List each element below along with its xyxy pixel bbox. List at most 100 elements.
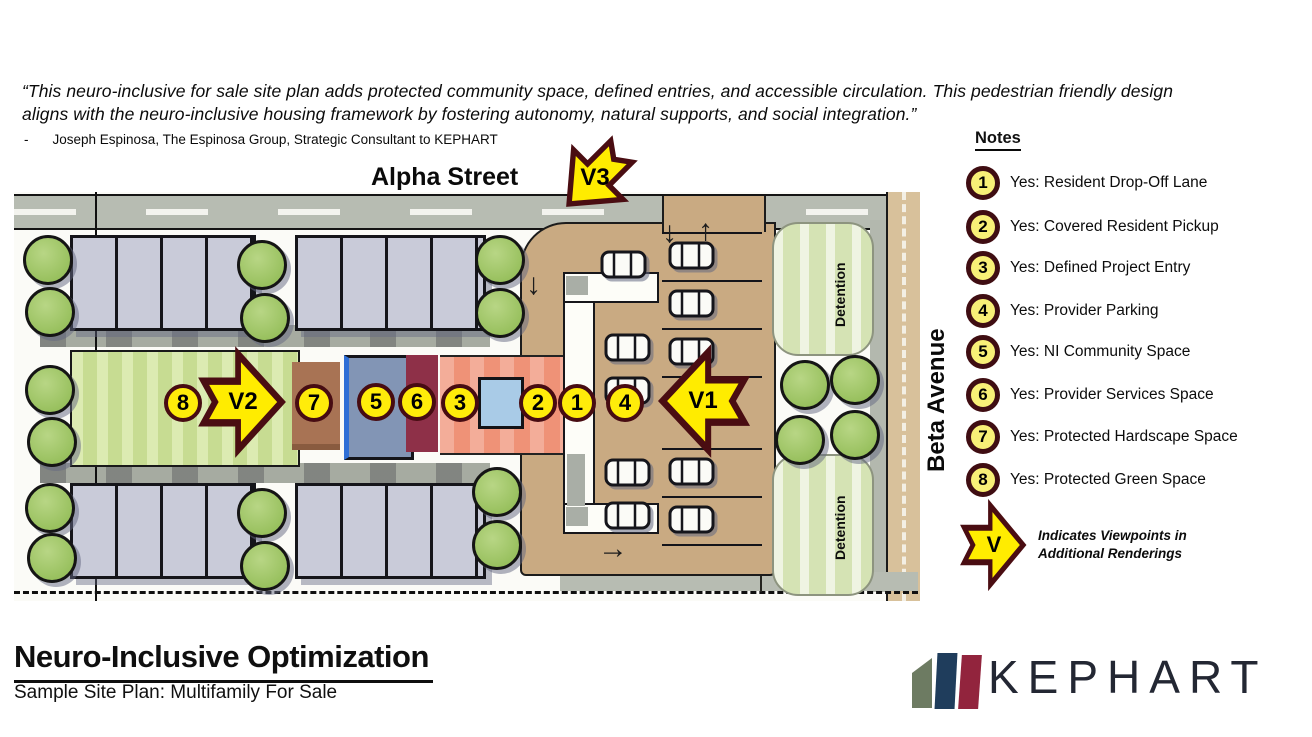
legend-caption-line1: Indicates Viewpoints in	[1038, 528, 1187, 543]
alpha-street-label: Alpha Street	[371, 163, 519, 191]
detention-basin-north	[772, 222, 874, 356]
tree-icon	[27, 417, 77, 467]
parking-stall-line	[662, 544, 762, 546]
curb-pad	[567, 454, 585, 506]
viewpoint-arrow-v3: V3	[556, 135, 638, 216]
viewpoint-label: V3	[580, 164, 610, 191]
viewpoint-label: V2	[228, 388, 258, 415]
plan-marker-3: 3	[441, 384, 479, 422]
note-text: Yes: Protected Green Space	[1010, 471, 1206, 488]
kephart-wordmark: KEPHART	[988, 651, 1268, 703]
tree-icon	[25, 483, 75, 533]
water-feature	[478, 377, 524, 429]
note-item-4: 4 Yes: Provider Parking	[966, 294, 1296, 328]
note-number-badge: 6	[966, 378, 1000, 412]
car-icon	[602, 455, 652, 489]
kephart-logo-bar-navy-icon	[934, 653, 958, 709]
tree-icon	[830, 410, 880, 460]
note-number-badge: 8	[966, 463, 1000, 497]
note-item-7: 7 Yes: Protected Hardscape Space	[966, 420, 1296, 454]
parking-stall-line	[662, 328, 762, 330]
parking-stall-line	[662, 496, 762, 498]
note-item-8: 8 Yes: Protected Green Space	[966, 463, 1296, 497]
tree-icon	[475, 288, 525, 338]
note-text: Yes: Protected Hardscape Space	[1010, 428, 1238, 445]
property-line-south	[14, 591, 918, 594]
parking-stall-line	[662, 232, 762, 234]
plan-marker-8: 8	[164, 384, 202, 422]
flow-arrow-down-icon: ↓	[662, 216, 677, 249]
note-text: Yes: Defined Project Entry	[1010, 259, 1191, 276]
viewpoint-label: V1	[688, 387, 718, 414]
curb-pad	[566, 276, 588, 295]
townhome-block-sw	[70, 483, 256, 579]
note-number-badge: 3	[966, 251, 1000, 285]
parking-stall-line	[662, 280, 762, 282]
curb-pad	[566, 507, 588, 526]
car-icon	[602, 498, 652, 532]
plan-marker-2: 2	[519, 384, 557, 422]
quote-text: “This neuro-inclusive for sale site plan…	[22, 81, 1174, 124]
tree-icon	[780, 360, 830, 410]
note-number-badge: 1	[966, 166, 1000, 200]
townhome-block-ne	[295, 235, 486, 331]
page-subtitle: Sample Site Plan: Multifamily For Sale	[14, 682, 338, 703]
tree-icon	[475, 235, 525, 285]
legend-viewpoint-arrow: V	[960, 498, 1027, 592]
flow-arrow-down-icon: ↓	[526, 268, 541, 301]
arrow-down-left-icon	[566, 135, 638, 207]
note-text: Yes: Covered Resident Pickup	[1010, 218, 1219, 235]
note-item-6: 6 Yes: Provider Services Space	[966, 378, 1296, 412]
tree-icon	[237, 240, 287, 290]
detention-basin-south	[772, 454, 874, 596]
note-item-1: 1 Yes: Resident Drop-Off Lane	[966, 166, 1296, 200]
note-number-badge: 4	[966, 294, 1000, 328]
kephart-logo-bar-red-icon	[958, 655, 982, 709]
kephart-logo-bar-green-icon	[912, 658, 932, 708]
note-number-badge: 2	[966, 210, 1000, 244]
car-icon	[666, 454, 716, 488]
note-number-badge: 5	[966, 335, 1000, 369]
tree-icon	[237, 488, 287, 538]
note-item-3: 3 Yes: Defined Project Entry	[966, 251, 1296, 285]
note-text: Yes: NI Community Space	[1010, 343, 1191, 360]
note-number-badge: 7	[966, 420, 1000, 454]
beta-avenue-road	[886, 192, 920, 601]
plan-marker-6: 6	[398, 383, 436, 421]
notes-title: Notes	[975, 129, 1021, 151]
car-icon	[666, 286, 716, 320]
flow-arrow-right-icon: →	[598, 532, 628, 565]
tree-icon	[775, 415, 825, 465]
site-plan-canvas: Detention Detention ↓ ↓ ↑ → 8 7 5 6 3 2 …	[14, 192, 920, 601]
viewpoint-arrow-v1: V1	[657, 344, 751, 458]
tree-icon	[472, 520, 522, 570]
note-text: Yes: Provider Parking	[1010, 302, 1159, 319]
note-item-2: 2 Yes: Covered Resident Pickup	[966, 210, 1296, 244]
page-title: Neuro-Inclusive Optimization	[14, 639, 433, 683]
detention-label-north: Detention	[832, 262, 848, 327]
viewpoint-arrow-v2: V2	[198, 346, 286, 458]
note-item-5: 5 Yes: NI Community Space	[966, 335, 1296, 369]
alley-south	[40, 463, 490, 483]
alpha-street-road	[14, 194, 918, 230]
road-centerline	[902, 192, 906, 601]
road-centerline	[14, 209, 918, 215]
tree-icon	[240, 293, 290, 343]
legend-caption: Indicates Viewpoints in Additional Rende…	[1038, 527, 1187, 563]
car-icon	[602, 330, 652, 364]
plan-marker-4: 4	[606, 384, 644, 422]
car-icon	[666, 502, 716, 536]
arrow-right-icon	[198, 346, 286, 458]
tree-icon	[240, 541, 290, 591]
arrow-right-icon	[960, 498, 1027, 592]
car-icon	[666, 238, 716, 272]
tree-icon	[25, 365, 75, 415]
plan-marker-1: 1	[558, 384, 596, 422]
parking-stall-line	[662, 448, 762, 450]
legend-caption-line2: Additional Renderings	[1038, 546, 1183, 561]
attribution-name: Joseph Espinosa, The Espinosa Group, Str…	[52, 132, 498, 147]
attribution-dash: -	[24, 132, 29, 147]
note-text: Yes: Provider Services Space	[1010, 386, 1214, 403]
tree-icon	[25, 287, 75, 337]
